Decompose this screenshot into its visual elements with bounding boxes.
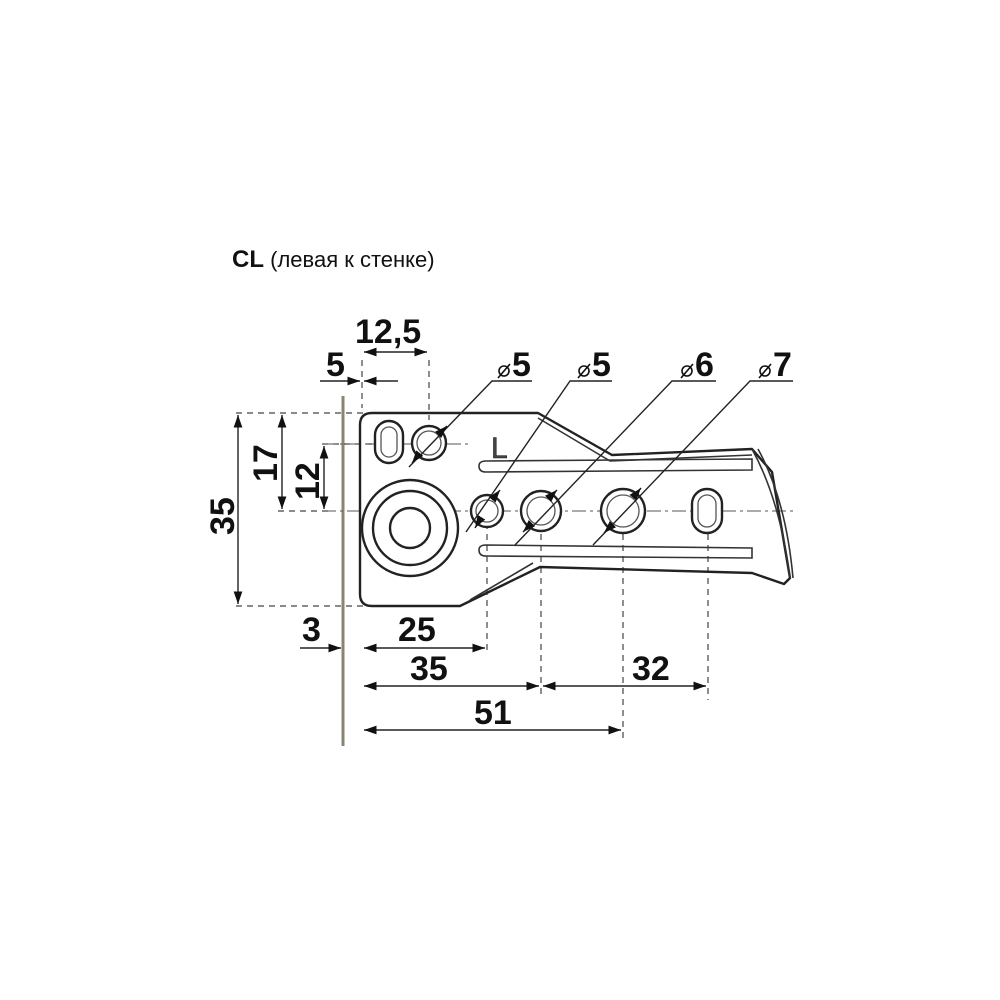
drawing-title: CL (левая к стенке): [232, 246, 435, 274]
dim-3-wall: 3: [302, 611, 321, 649]
diameter-symbol-icon: [498, 365, 510, 377]
dim-12-vertical: 12: [289, 462, 327, 500]
dim-dia-6: 6: [695, 346, 714, 384]
dim-17-vertical: 17: [247, 444, 285, 482]
dim-35-vertical: 35: [204, 497, 242, 535]
diameter-leaders: [408, 380, 793, 546]
dim-32: 32: [632, 650, 670, 688]
title-description: (левая к стенке): [270, 247, 435, 272]
dim-5-offset: 5: [326, 346, 345, 384]
dim-51: 51: [474, 694, 512, 732]
dim-12-5: 12,5: [355, 313, 421, 351]
part-mark-L: L: [491, 432, 508, 465]
dim-dia-5-b: 5: [592, 346, 611, 384]
extension-lines: [236, 360, 709, 738]
holes: [360, 419, 724, 578]
dimension-labels: 12,5 5 5 5 6 7 35 17 12 3 25 35 32 51: [204, 313, 792, 732]
dim-25: 25: [398, 611, 436, 649]
dim-dia-7: 7: [773, 346, 792, 384]
vertical-dimensions: [233, 415, 330, 604]
horizontal-dimensions: [300, 347, 706, 735]
diameter-symbol-icon: [578, 365, 590, 377]
dim-35-horizontal: 35: [410, 650, 448, 688]
title-code: CL: [232, 246, 264, 273]
dim-dia-5-a: 5: [512, 346, 531, 384]
diameter-symbols: [497, 363, 772, 379]
bracket-part: L: [358, 411, 794, 608]
diameter-symbol-icon: [681, 365, 693, 377]
diameter-symbol-icon: [759, 365, 771, 377]
